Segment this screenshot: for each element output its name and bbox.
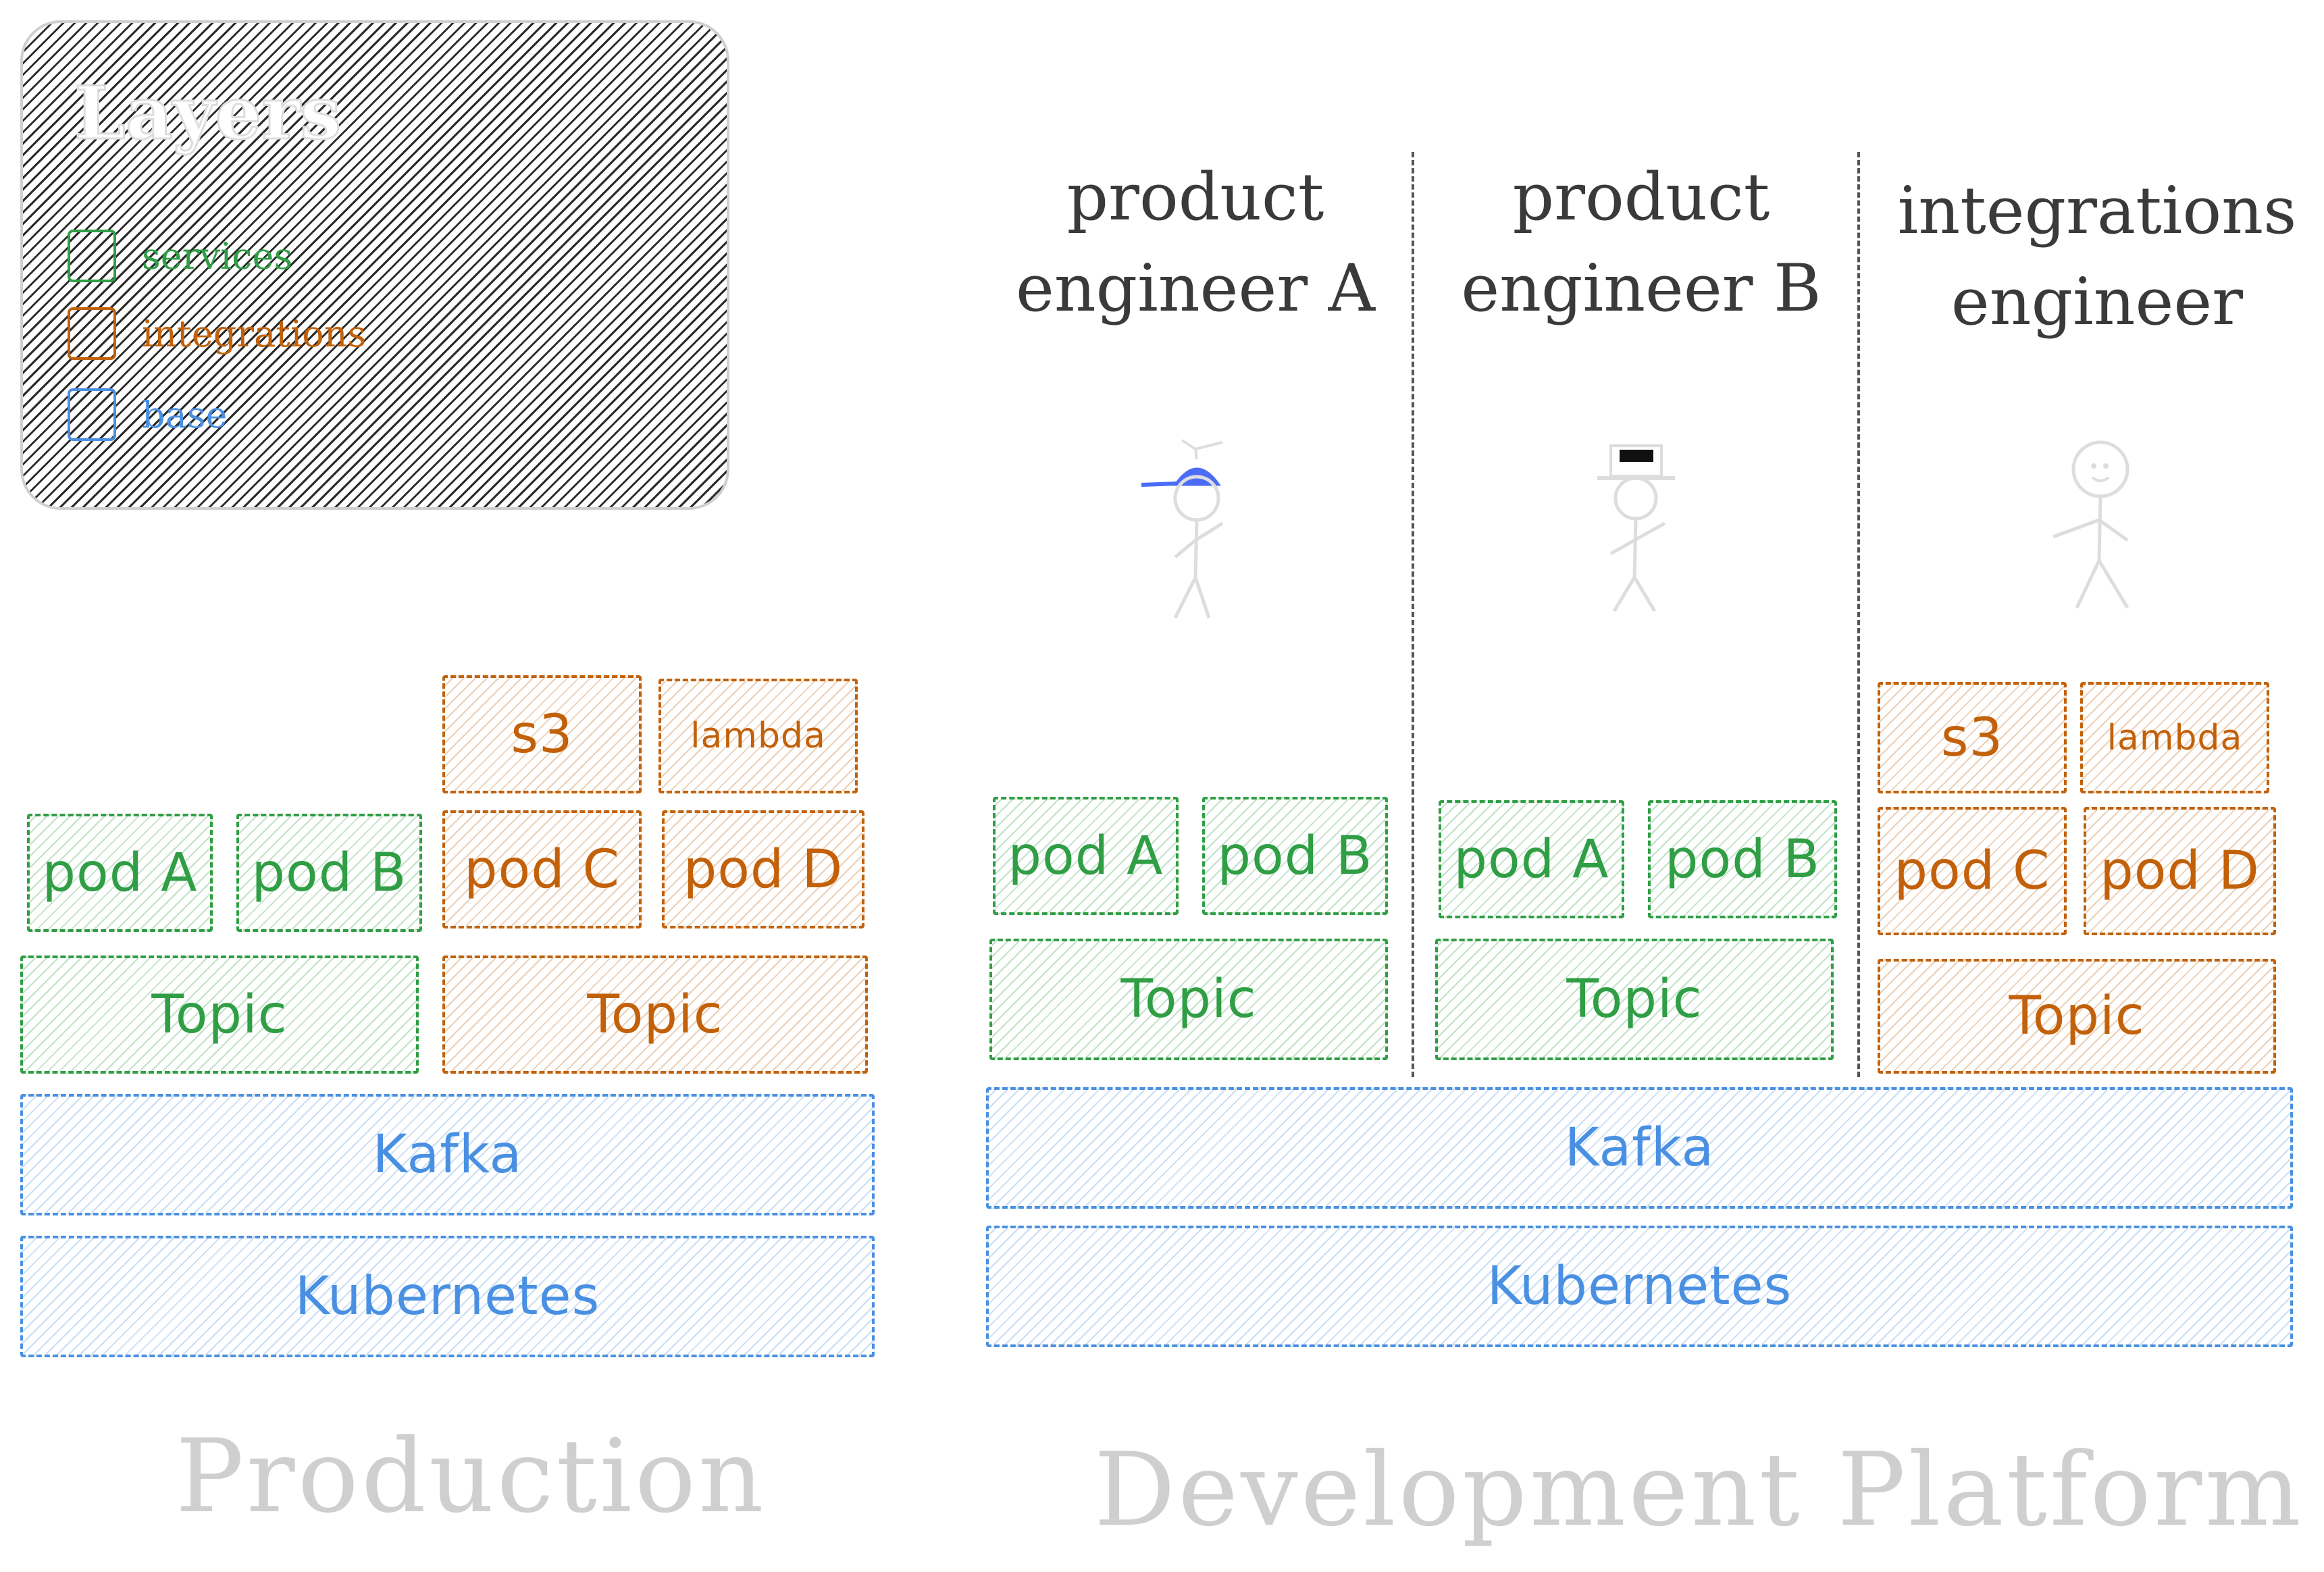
role-line: engineer xyxy=(1951,264,2244,340)
legend-swatch-integrations xyxy=(68,307,116,360)
legend-label-integrations: integrations xyxy=(142,313,367,355)
prod-kubernetes-block: Kubernetes xyxy=(20,1236,875,1357)
dev-c-pod-c-block: pod C xyxy=(1878,807,2067,935)
stick-figure-propeller-cap-icon xyxy=(1135,439,1243,628)
prod-pod-b-block: pod B xyxy=(236,814,422,932)
development-platform-caption: Development Platform xyxy=(1094,1432,2304,1549)
dev-a-pod-b-block: pod B xyxy=(1202,797,1388,915)
prod-topic-services-block: Topic xyxy=(20,955,419,1074)
role-integrations-engineer: integrations engineer xyxy=(1878,165,2317,348)
prod-s3-block: s3 xyxy=(442,675,642,793)
stick-figure-top-hat-icon xyxy=(1580,439,1688,628)
legend-label-base: base xyxy=(142,394,228,436)
dev-c-pod-d-block: pod D xyxy=(2084,807,2276,935)
prod-pod-d-block: pod D xyxy=(662,810,864,928)
role-line: engineer A xyxy=(1016,251,1375,326)
prod-kafka-block: Kafka xyxy=(20,1094,875,1215)
role-line: engineer B xyxy=(1461,251,1822,326)
role-line: product xyxy=(1512,159,1770,235)
legend-swatch-services xyxy=(68,230,116,282)
dev-c-s3-block: s3 xyxy=(1878,682,2067,793)
dev-kafka-block: Kafka xyxy=(986,1087,2293,1209)
dev-kubernetes-block: Kubernetes xyxy=(986,1226,2293,1347)
column-divider xyxy=(1857,152,1860,1077)
legend-title: Layers xyxy=(73,70,342,157)
prod-pod-c-block: pod C xyxy=(442,810,642,928)
role-product-engineer-a: product engineer A xyxy=(986,152,1405,334)
prod-pod-a-block: pod A xyxy=(27,814,213,932)
role-product-engineer-b: product engineer B xyxy=(1432,152,1851,334)
column-divider xyxy=(1412,152,1414,1077)
dev-b-pod-a-block: pod A xyxy=(1439,800,1624,918)
dev-c-lambda-block: lambda xyxy=(2080,682,2269,793)
dev-b-pod-b-block: pod B xyxy=(1648,800,1837,918)
legend-swatch-base xyxy=(68,388,116,441)
stick-figure-icon xyxy=(2040,436,2148,625)
role-line: product xyxy=(1066,159,1324,235)
production-caption: Production xyxy=(176,1418,767,1536)
legend-panel xyxy=(20,20,729,510)
prod-topic-integrations-block: Topic xyxy=(442,955,868,1074)
dev-a-pod-a-block: pod A xyxy=(993,797,1179,915)
legend-label-services: services xyxy=(142,235,293,278)
role-line: integrations xyxy=(1897,173,2297,248)
dev-b-topic-block: Topic xyxy=(1435,939,1834,1060)
dev-a-topic-block: Topic xyxy=(989,939,1388,1060)
prod-lambda-block: lambda xyxy=(659,679,858,793)
dev-c-topic-block: Topic xyxy=(1878,959,2276,1074)
